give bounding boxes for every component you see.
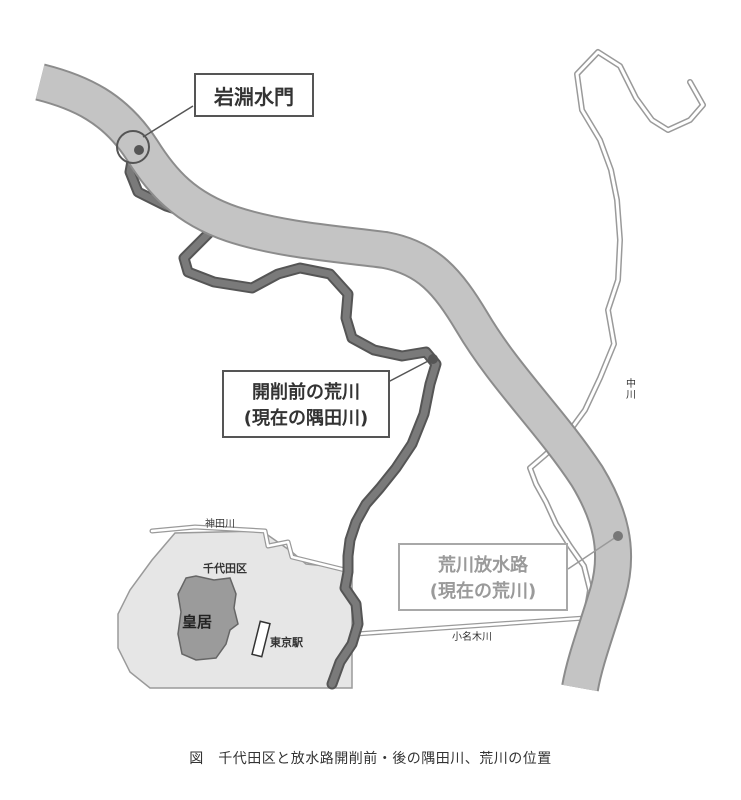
floodway-label: 荒川放水路 (現在の荒川) <box>398 543 568 611</box>
iwabuchi-gate-circle <box>116 130 150 164</box>
iwabuchi-gate-label: 岩淵水門 <box>194 73 314 117</box>
floodway-leader-line <box>567 536 617 570</box>
kandagawa-label: 神田川 <box>205 519 235 530</box>
map-canvas <box>35 49 706 692</box>
kokyo-label: 皇居 <box>182 613 213 631</box>
old-arakawa-label: 開削前の荒川 (現在の隅田川) <box>222 370 390 438</box>
old-arakawa-text-1: 開削前の荒川 <box>252 382 360 403</box>
imperial-palace-area <box>177 575 239 661</box>
old-arakawa-dot <box>428 354 438 364</box>
floodway-dot <box>613 531 623 541</box>
iwabuchi-leader-line <box>142 105 194 138</box>
old-arakawa-text-2: (現在の隅田川) <box>243 408 369 429</box>
nakagawa-label: 中川 <box>626 379 636 401</box>
iwabuchi-gate-text: 岩淵水門 <box>214 84 294 109</box>
tokyo-station-label: 東京駅 <box>270 636 303 649</box>
old-arakawa-leader-line <box>387 358 433 383</box>
iwabuchi-gate-dot <box>134 145 144 155</box>
onagigawa-label: 小名木川 <box>452 632 492 643</box>
figure-caption: 図 千代田区と放水路開削前・後の隅田川、荒川の位置 <box>189 751 552 767</box>
chiyoda-label: 千代田区 <box>203 562 247 575</box>
tokyo-station-marker <box>251 620 271 658</box>
floodway-text-1: 荒川放水路 <box>438 555 528 576</box>
floodway-text-2: (現在の荒川) <box>429 581 537 602</box>
